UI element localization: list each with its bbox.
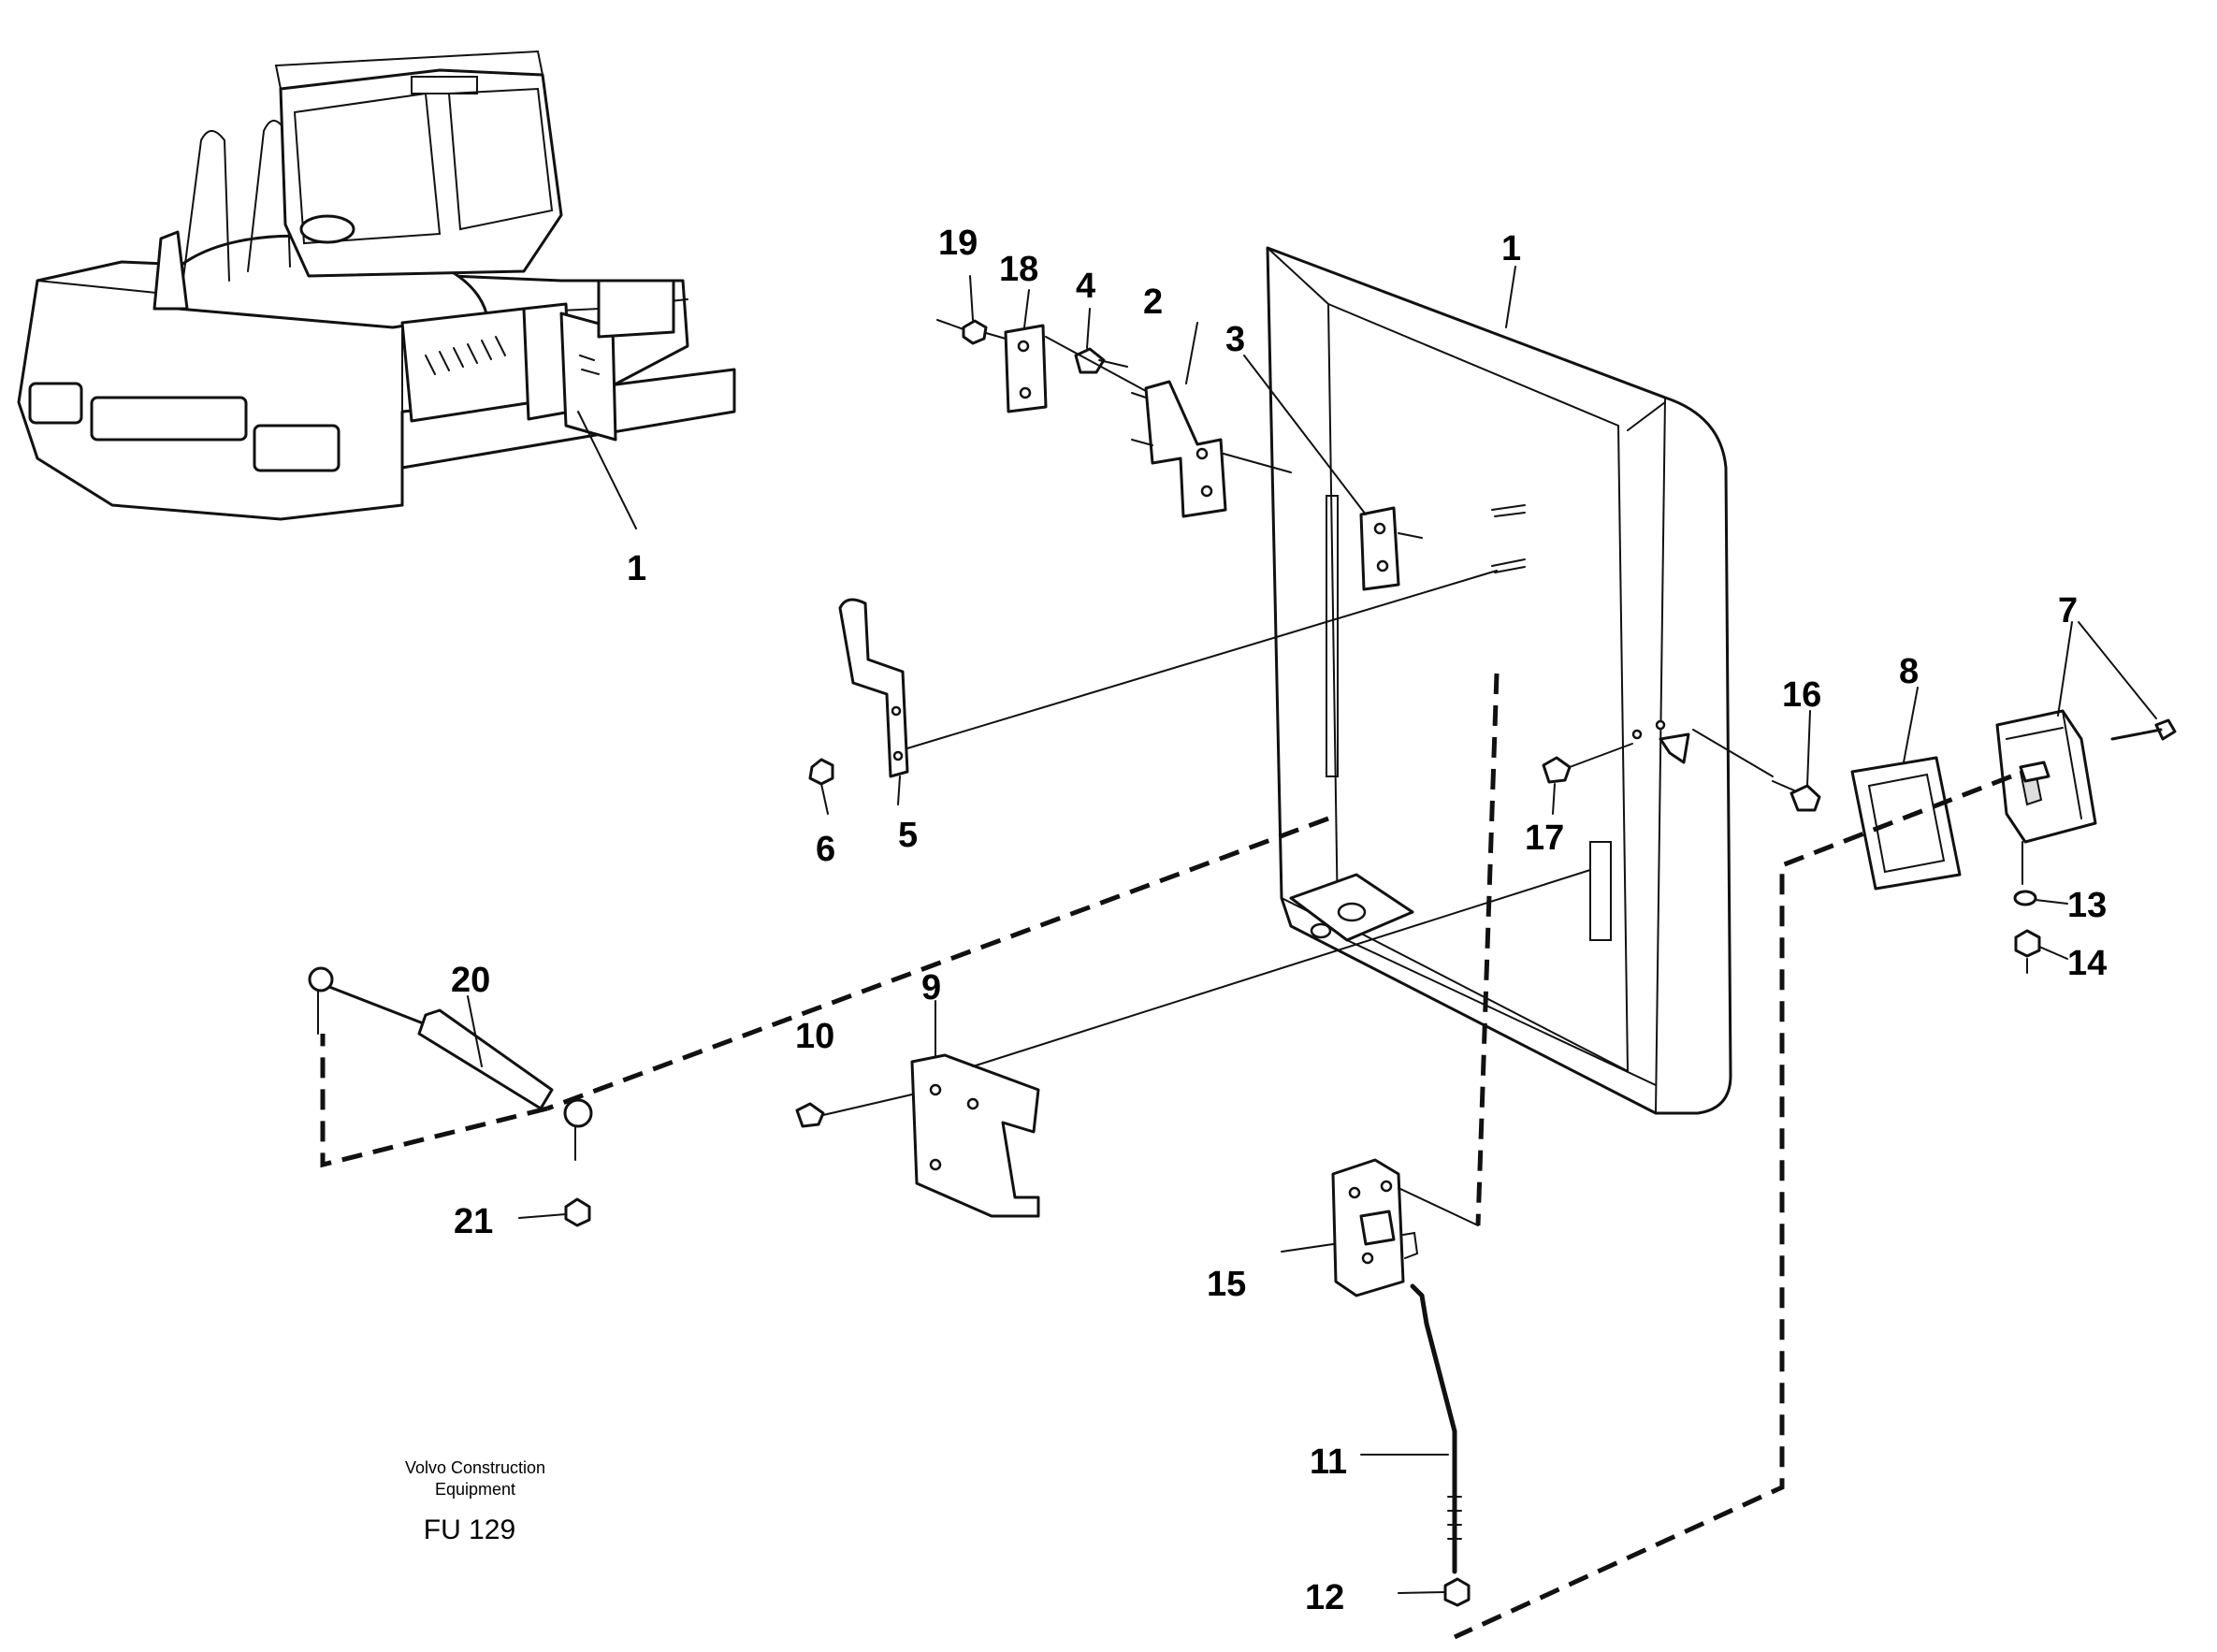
callout-4: 4 — [1076, 267, 1095, 306]
callout-16: 16 — [1782, 675, 1821, 715]
callout-18: 18 — [999, 250, 1038, 289]
lock-key — [2110, 718, 2177, 741]
callout-1: 1 — [1501, 229, 1521, 268]
callout-3: 3 — [1225, 320, 1245, 359]
callout-10: 10 — [795, 1017, 834, 1056]
assembly-dash-line — [1475, 673, 1500, 1226]
hinge-plate — [1004, 324, 1048, 413]
hinge-bracket — [1144, 380, 1227, 518]
callout-2: 2 — [1143, 283, 1163, 322]
latch-rod — [1410, 1283, 1457, 1574]
callout-9: 9 — [921, 968, 941, 1007]
lock-gasket — [1850, 756, 1962, 891]
caption-company-line2: Equipment — [435, 1480, 515, 1499]
callout-21: 21 — [454, 1202, 493, 1241]
catch-bracket — [838, 598, 909, 778]
nut — [1443, 1577, 1471, 1607]
callout-6: 6 — [816, 830, 835, 869]
assembly-dash-line — [1453, 774, 2012, 1640]
assembly-dash-line — [320, 1034, 548, 1168]
leader-line — [577, 411, 637, 529]
callout-7: 7 — [2058, 591, 2078, 630]
nut — [2014, 929, 2041, 958]
excavator-overview-illustration — [17, 50, 736, 521]
callout-5: 5 — [898, 816, 918, 855]
door-lock — [1995, 709, 2097, 844]
callout-14: 14 — [2067, 944, 2107, 983]
strut-bracket — [910, 1053, 1040, 1218]
nut — [962, 319, 988, 345]
service-door-frame — [1266, 246, 1732, 1115]
figure-code: FU 129 — [424, 1514, 515, 1545]
washer — [2013, 890, 2037, 906]
callout-17: 17 — [1525, 819, 1564, 858]
bolt — [1542, 756, 1572, 784]
caption-company: Volvo Construction — [405, 1458, 545, 1477]
callout-12: 12 — [1305, 1578, 1344, 1617]
callout-15: 15 — [1207, 1265, 1246, 1304]
bolt — [1790, 784, 1821, 812]
gas-strut — [308, 966, 593, 1161]
nut — [564, 1197, 591, 1227]
callout-20: 20 — [451, 961, 490, 1000]
hinge-plate — [1359, 506, 1400, 591]
callout-19: 19 — [938, 224, 978, 263]
bolt — [795, 1102, 825, 1128]
assembly-dash-line — [546, 816, 1329, 1111]
callout-13: 13 — [2067, 886, 2107, 925]
nut — [808, 758, 834, 786]
callout-1-overview: 1 — [627, 549, 646, 588]
callout-8: 8 — [1899, 652, 1919, 691]
callout-11: 11 — [1310, 1442, 1347, 1482]
